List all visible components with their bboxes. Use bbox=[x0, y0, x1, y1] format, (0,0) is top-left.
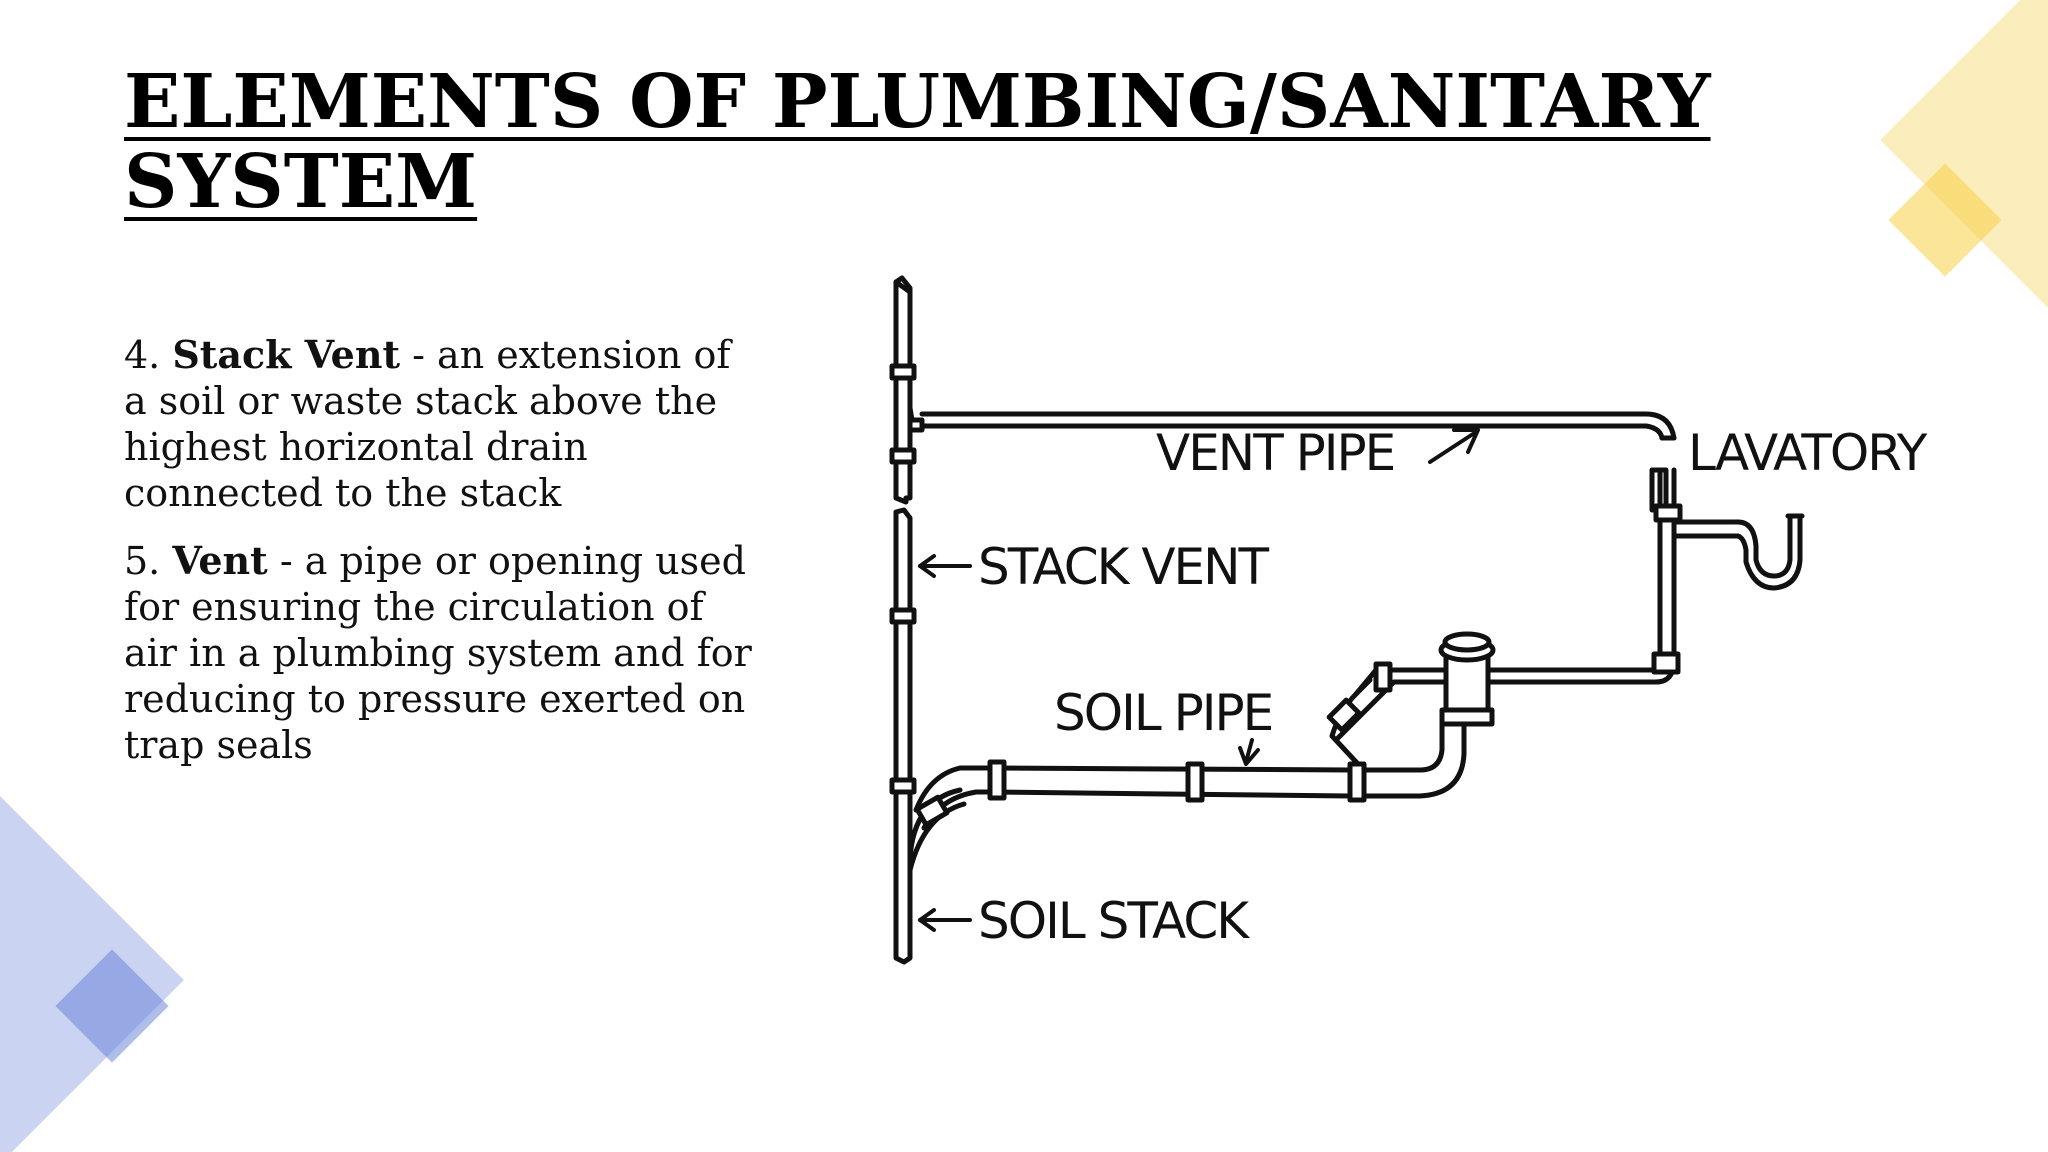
soil-pipe bbox=[913, 661, 1493, 831]
item-number: 4. bbox=[124, 333, 161, 377]
cleanout-fitting bbox=[1438, 631, 1496, 727]
definitions-list: 4. Stack Vent - an extension of a soil o… bbox=[124, 332, 764, 790]
lavatory-trap bbox=[1671, 513, 1805, 591]
page-title: ELEMENTS OF PLUMBING/SANITARY SYSTEM bbox=[124, 59, 1711, 225]
soil-stack-pipe bbox=[889, 507, 967, 965]
definition-item-vent: 5. Vent - a pipe or opening used for ens… bbox=[124, 538, 764, 768]
lavatory-label: LAVATORY bbox=[1688, 424, 1928, 482]
vent-pipe bbox=[907, 405, 1677, 441]
item-definition: - an extension of a soil or waste stack … bbox=[124, 333, 731, 515]
label-arrows bbox=[918, 428, 1480, 932]
definition-item-stack-vent: 4. Stack Vent - an extension of a soil o… bbox=[124, 332, 764, 516]
lavatory-riser-pipe bbox=[1487, 467, 1683, 685]
plumbing-diagram: VENT PIPE LAVATORY STACK VENT SOIL PIPE … bbox=[889, 275, 1930, 965]
decor-yellow-diamond-large bbox=[1880, 0, 2048, 310]
item-term: Vent bbox=[172, 538, 268, 583]
soil-pipe-label: SOIL PIPE bbox=[1054, 684, 1272, 742]
soil-stack-label: SOIL STACK bbox=[978, 892, 1250, 950]
item-number: 5. bbox=[124, 539, 161, 583]
item-definition: - a pipe or opening used for ensuring th… bbox=[124, 539, 752, 767]
vent-pipe-label: VENT PIPE bbox=[1156, 424, 1394, 482]
stack-vent-pipe bbox=[889, 275, 917, 505]
item-term: Stack Vent bbox=[172, 332, 401, 377]
stack-vent-label: STACK VENT bbox=[978, 538, 1270, 596]
